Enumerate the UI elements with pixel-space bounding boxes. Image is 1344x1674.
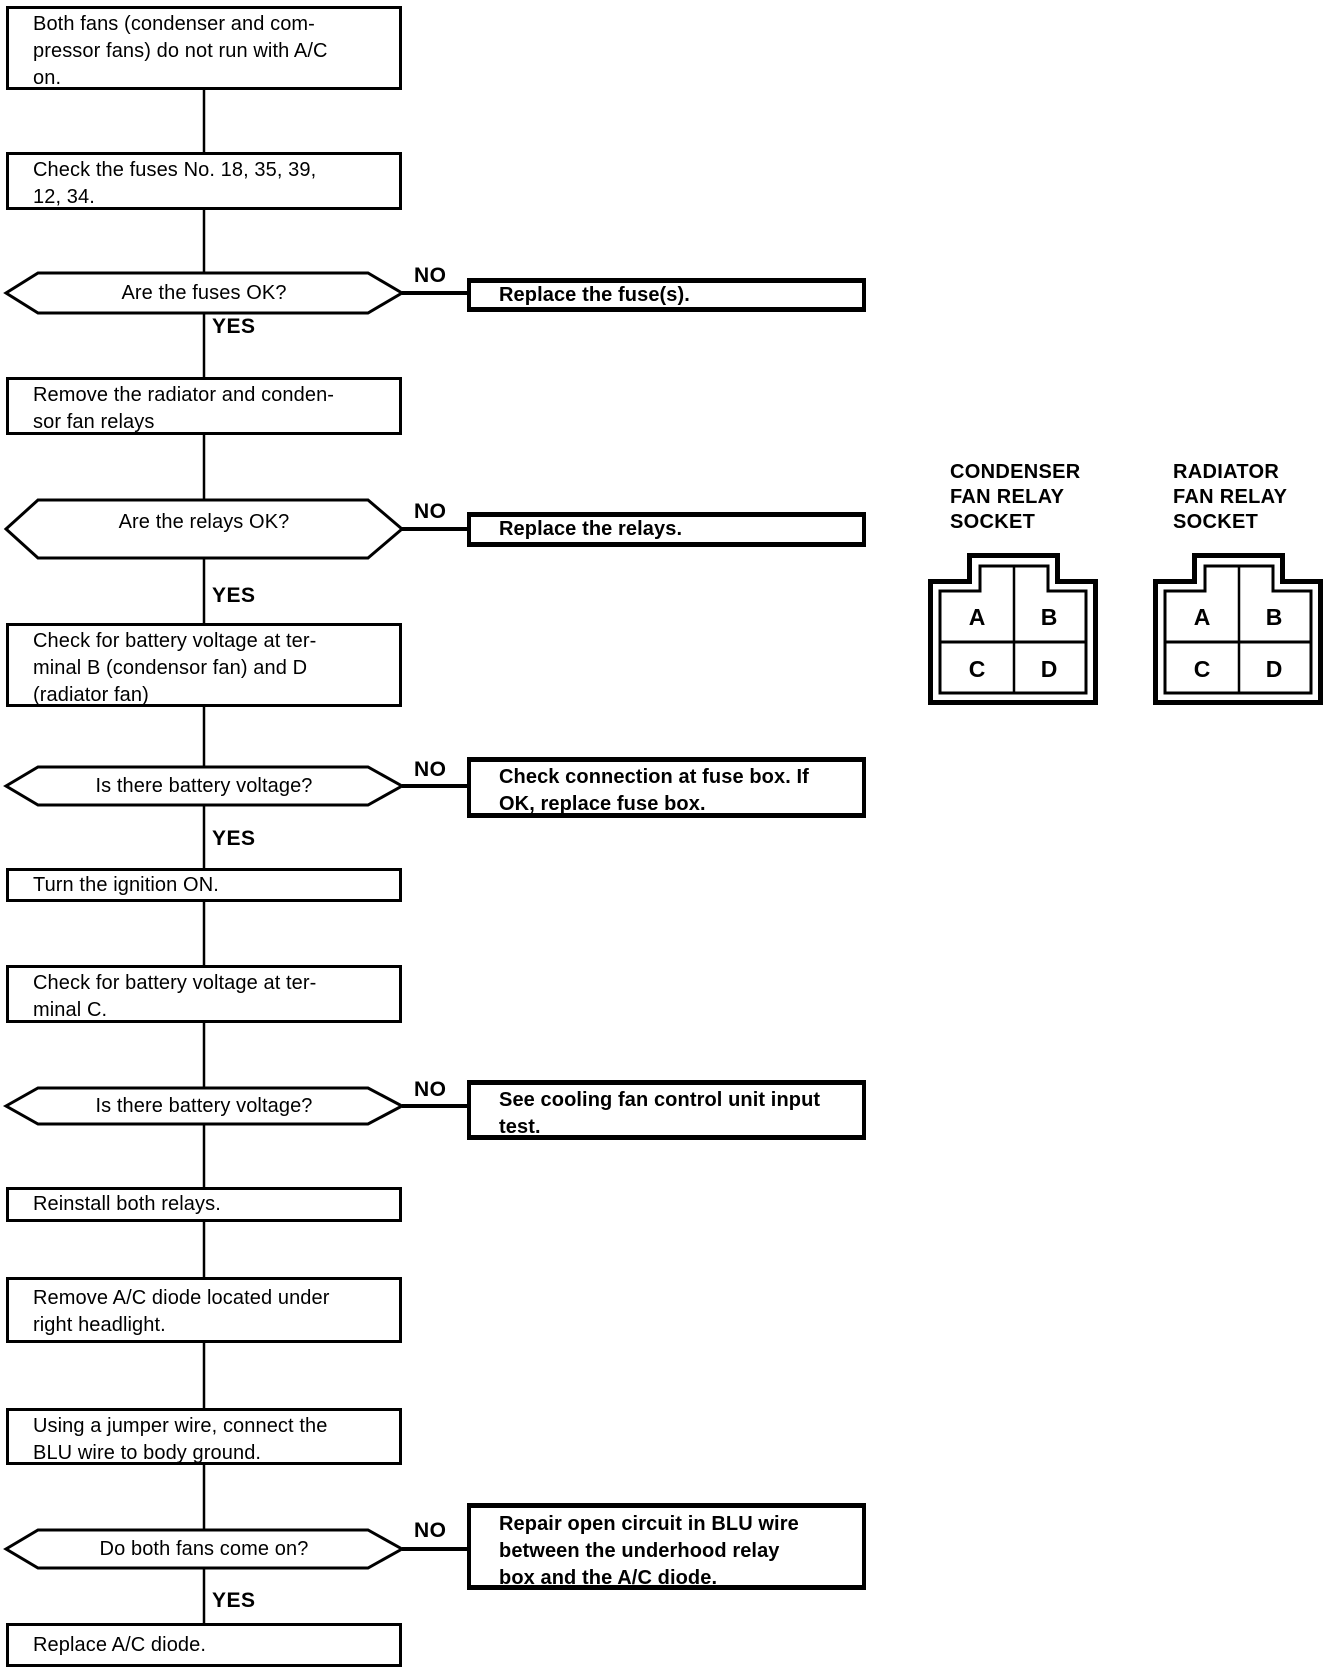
terminal-label: D — [1266, 656, 1283, 682]
decision-label: Is there battery voltage? — [95, 774, 313, 797]
flow-step-box: Check the fuses No. 18, 35, 39, 12, 34. — [6, 152, 402, 210]
no-label: NO — [414, 500, 447, 523]
decision-hexagon — [3, 498, 405, 560]
text-line: on. — [33, 67, 62, 89]
no-label: NO — [414, 1519, 447, 1542]
decision-label: Are the fuses OK? — [121, 281, 287, 304]
decision-hexagon — [3, 271, 405, 315]
flow-step-box: Both fans (condenser and com- pressor fa… — [6, 6, 402, 90]
text-line: (radiator fan) — [33, 684, 149, 706]
text-line: box and the A/C diode. — [499, 1567, 718, 1589]
decision-label: Are the relays OK? — [118, 511, 290, 533]
terminal-label: C — [1194, 656, 1211, 682]
no-result-box: Replace the relays. — [467, 512, 866, 547]
text-line: SOCKET — [950, 511, 1036, 533]
terminal-label: A — [1194, 604, 1211, 630]
text-line: 12, 34. — [33, 186, 95, 208]
decision-label: Do both fans come on? — [99, 1537, 309, 1560]
flow-step-box: Turn the ignition ON. — [6, 868, 402, 902]
text-line: Repair open circuit in BLU wire — [499, 1513, 799, 1535]
no-label: NO — [414, 1078, 447, 1101]
text-line: Remove A/C diode located under — [33, 1287, 330, 1309]
terminal-label: B — [1041, 604, 1058, 630]
terminal-label: C — [969, 656, 986, 682]
yes-label: YES — [212, 315, 256, 338]
text-line: Remove the radiator and conden- — [33, 384, 335, 406]
flow-step-box: Check for battery voltage at ter- minal … — [6, 965, 402, 1023]
socket-inner-outline — [1163, 564, 1313, 695]
text-line: Replace A/C diode. — [33, 1633, 207, 1656]
decision-hexagon — [3, 1528, 406, 1570]
flow-step-box: Remove A/C diode located under right hea… — [6, 1277, 402, 1343]
flow-step-box: Check for battery voltage at ter- minal … — [6, 623, 402, 707]
text-line: minal C. — [33, 999, 108, 1021]
decision-hexagons — [2, 271, 406, 1570]
yes-label: YES — [212, 827, 256, 850]
no-result-box: See cooling fan control unit input test. — [467, 1080, 866, 1140]
flow-step-box: Remove the radiator and conden- sor fan … — [6, 377, 402, 435]
text-line: See cooling fan control unit input — [499, 1089, 821, 1111]
socket-inner-outline — [938, 564, 1088, 695]
text-line: FAN RELAY — [1173, 486, 1288, 508]
text-line: Check the fuses No. 18, 35, 39, — [33, 159, 317, 181]
no-result-box: Check connection at fuse box. If OK, rep… — [467, 757, 866, 818]
text-line: Check for battery voltage at ter- — [33, 972, 317, 994]
yes-label: YES — [212, 1589, 256, 1612]
condenser-fan-relay-socket-title: CONDENSER FAN RELAY SOCKET — [950, 460, 1110, 535]
terminal-label: D — [1041, 656, 1058, 682]
text-line: BLU wire to body ground. — [33, 1442, 262, 1464]
decision-hexagon — [2, 1086, 406, 1126]
text-line: test. — [499, 1116, 541, 1138]
text-line: Turn the ignition ON. — [33, 873, 219, 896]
condenser-fan-relay-socket-diagram: A B C D — [928, 553, 1098, 705]
text-line: Using a jumper wire, connect the — [33, 1415, 328, 1437]
flow-step-box: Replace A/C diode. — [6, 1623, 402, 1667]
text-line: Both fans (condenser and com- — [33, 13, 315, 35]
flow-step-box: Using a jumper wire, connect the BLU wir… — [6, 1408, 402, 1465]
text-line: Reinstall both relays. — [33, 1193, 221, 1215]
text-line: Check connection at fuse box. If — [499, 766, 809, 788]
text-line: minal B (condensor fan) and D — [33, 657, 308, 679]
radiator-fan-relay-socket-diagram: A B C D — [1153, 553, 1323, 705]
decision-label: Is there battery voltage? — [95, 1094, 313, 1117]
no-result-box: Replace the fuse(s). — [467, 278, 866, 312]
yes-label: YES — [212, 584, 256, 607]
text-line: Check for battery voltage at ter- — [33, 630, 317, 652]
terminal-label: A — [969, 604, 986, 630]
decision-hexagon — [3, 765, 406, 807]
text-line: OK, replace fuse box. — [499, 793, 706, 815]
no-label: NO — [414, 264, 447, 287]
text-line: RADIATOR — [1173, 461, 1280, 483]
text-line: Replace the fuse(s). — [499, 283, 690, 306]
text-line: FAN RELAY — [950, 486, 1065, 508]
text-line: SOCKET — [1173, 511, 1259, 533]
text-line: sor fan relays — [33, 411, 155, 433]
text-line: Replace the relays. — [499, 518, 683, 540]
no-result-box: Repair open circuit in BLU wire between … — [467, 1503, 866, 1590]
no-branch-lines — [402, 291, 467, 1551]
radiator-fan-relay-socket-title: RADIATOR FAN RELAY SOCKET — [1173, 460, 1333, 535]
terminal-label: B — [1266, 604, 1283, 630]
text-line: between the underhood relay — [499, 1540, 780, 1562]
no-label: NO — [414, 758, 447, 781]
text-line: right headlight. — [33, 1314, 166, 1336]
text-line: pressor fans) do not run with A/C — [33, 40, 328, 62]
flow-step-box: Reinstall both relays. — [6, 1187, 402, 1222]
text-line: CONDENSER — [950, 461, 1081, 483]
